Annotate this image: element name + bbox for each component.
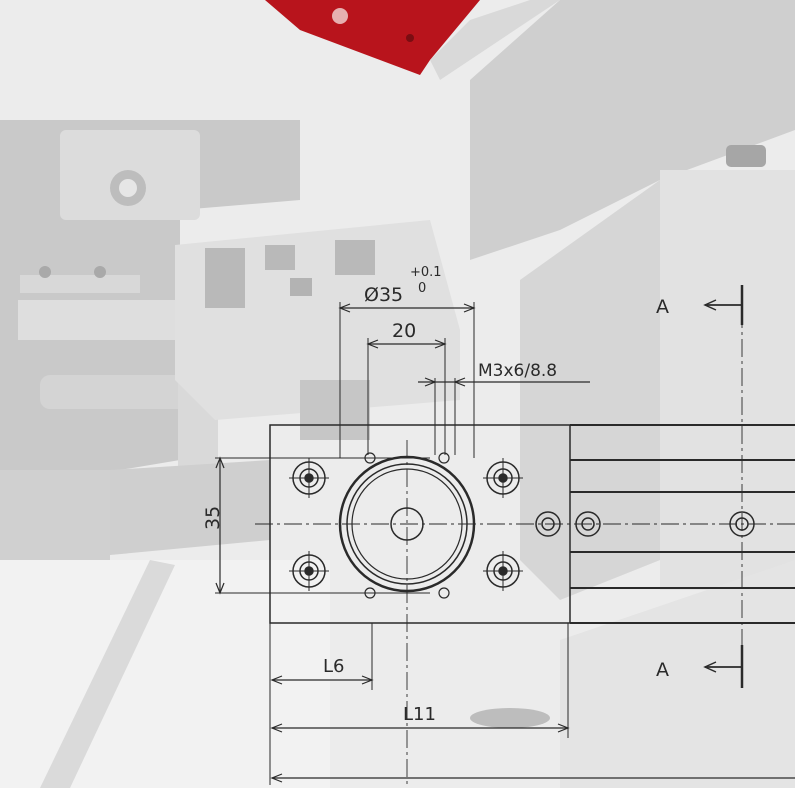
center-lines: [255, 310, 795, 785]
pin-holes: [364, 452, 450, 599]
red-slide-block: [265, 0, 560, 80]
dim-hole-spacing-label: 20: [392, 320, 416, 342]
dim-l11-label: L11: [403, 704, 436, 725]
dimension-lines: [215, 303, 795, 785]
dim-thread-label: M3x6/8.8: [478, 361, 557, 381]
dim-l6-label: L6: [323, 656, 344, 677]
dim-bore-tolerance-upper: +0.1: [410, 265, 442, 280]
dim-height-label: 35: [202, 506, 224, 530]
drawing-lines: [215, 285, 795, 785]
section-markers: [703, 285, 744, 688]
dimension-labels: Ø35 +0.1 0 20 M3x6/8.8 35 L6 L11 A A: [202, 265, 669, 725]
bore-extension-lines: [339, 302, 475, 458]
section-mark-top: A: [656, 296, 669, 318]
dim-bore-label: Ø35: [364, 284, 403, 306]
dim-bore-tolerance-lower: 0: [418, 281, 426, 296]
section-mark-bottom: A: [656, 659, 669, 681]
rail-lines: [570, 424, 795, 624]
center-bore: [338, 455, 476, 593]
